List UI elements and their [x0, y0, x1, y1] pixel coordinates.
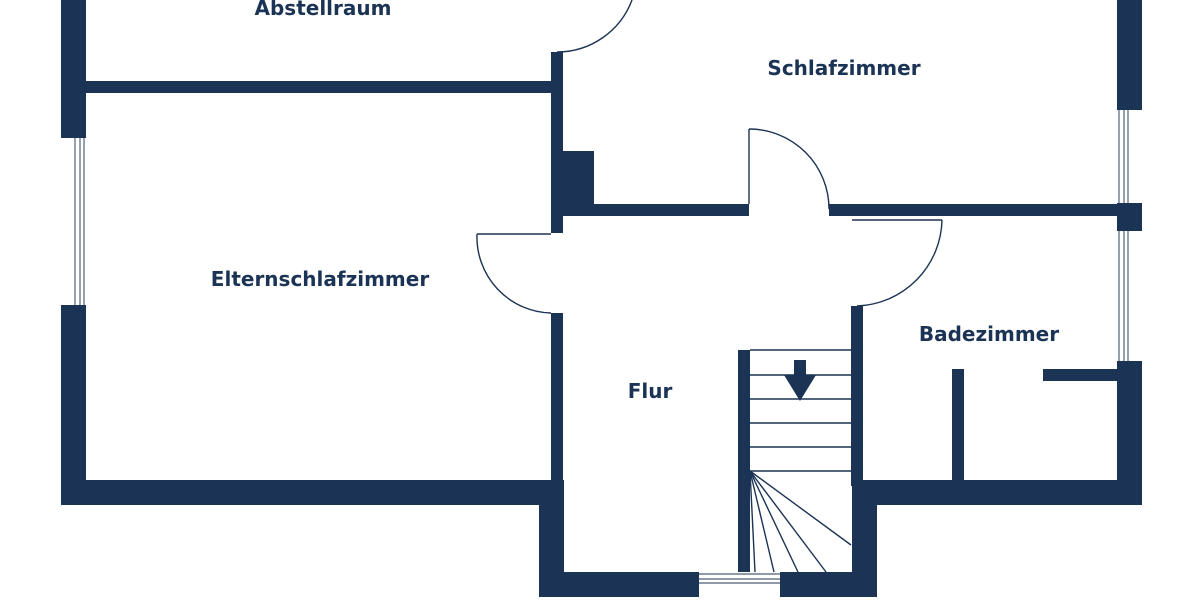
wall-right-top [1117, 0, 1142, 110]
wall-abstellraum-bottom [86, 81, 552, 93]
wall-central-lower [551, 313, 563, 483]
wall-schlafzimmer-bottom-right [829, 204, 1129, 216]
label-abstellraum: Abstellraum [255, 0, 392, 20]
window-right-upper [1118, 110, 1129, 203]
door-badezimmer [852, 219, 943, 307]
room-labels: Abstellraum Schlafzimmer Elternschlafzim… [211, 0, 1059, 403]
door-elternschlafzimmer [476, 233, 552, 314]
wall-bottom-left [61, 480, 561, 505]
window-left [74, 138, 85, 305]
walls [61, 0, 1142, 597]
label-elternschlafzimmer: Elternschlafzimmer [211, 267, 430, 291]
label-schlafzimmer: Schlafzimmer [767, 56, 920, 80]
door-abstellraum [556, 0, 633, 53]
bad-partition-vertical [952, 369, 964, 482]
label-badezimmer: Badezimmer [919, 322, 1059, 346]
label-flur: Flur [628, 379, 673, 403]
wall-right-lower [1117, 361, 1142, 505]
window-right-lower [1118, 231, 1129, 361]
doors [476, 0, 943, 314]
wall-stair-left [738, 350, 750, 572]
wall-bottom-right [852, 480, 1142, 505]
chimney-block [563, 151, 594, 204]
windows [74, 110, 1129, 584]
door-schlafzimmer [748, 128, 830, 210]
wall-annex-bottom-left [539, 572, 699, 597]
wall-bad-left [851, 306, 863, 486]
wall-central-upper [551, 52, 563, 233]
window-bottom [699, 573, 780, 584]
staircase [749, 349, 852, 573]
wall-left-lower [61, 305, 86, 505]
arrow-down-icon [784, 360, 816, 401]
bad-partition-horizontal [1043, 369, 1119, 381]
wall-schlafzimmer-bottom-left [563, 204, 749, 216]
wall-left-upper [61, 0, 86, 138]
